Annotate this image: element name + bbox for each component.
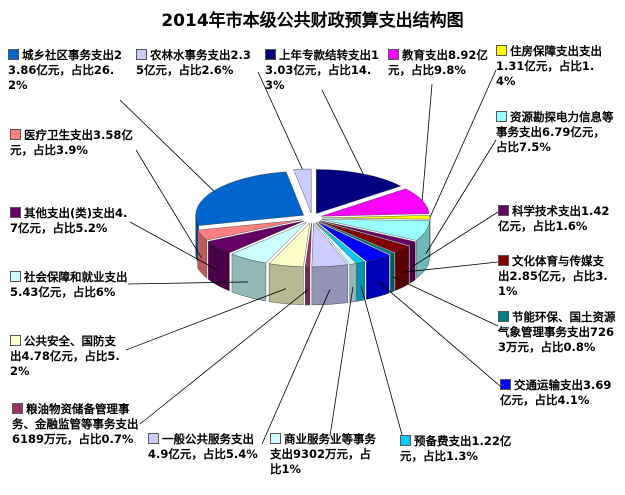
pie-slice — [319, 221, 410, 253]
leader-line — [261, 289, 331, 445]
legend-swatch — [498, 311, 509, 322]
legend-item-education: 教育支出8.92亿元，占比9.8% — [388, 48, 488, 77]
leader-line — [425, 139, 497, 254]
leader-line — [139, 289, 308, 425]
pie-slice — [207, 220, 305, 254]
pie-slice — [315, 222, 357, 265]
pie-slice-side — [390, 252, 395, 293]
legend-swatch — [136, 49, 147, 60]
pie-slice-side — [268, 263, 304, 306]
legend-item-general-services: 一般公共服务支出4.9亿元，占比5.4% — [148, 432, 258, 461]
legend-swatch — [10, 335, 21, 346]
pie-slice — [231, 222, 307, 264]
pie-slice — [317, 221, 390, 262]
legend-item-transport: 交通运输支出3.69亿元，占比4.1% — [500, 378, 612, 407]
pie-slice — [268, 222, 311, 268]
pie-slice — [197, 219, 303, 241]
pie-slice-side — [409, 241, 416, 284]
leader-line — [135, 149, 202, 259]
legend-item-other: 其他支出(类)支出4.7亿元，占比5.2% — [10, 206, 128, 235]
legend-swatch — [496, 45, 507, 56]
legend-item-agriculture: 农林水事务支出2.35亿元，占比2.6% — [136, 48, 251, 77]
legend-item-carryover: 上年专款结转支出13.03亿元，占比14.3% — [265, 48, 380, 92]
leader-line — [360, 285, 405, 443]
legend-swatch — [498, 205, 509, 216]
leader-line — [412, 211, 499, 267]
leader-line — [329, 286, 354, 437]
legend-swatch — [10, 207, 21, 218]
leader-line — [402, 261, 499, 273]
legend-swatch — [8, 49, 19, 60]
legend-swatch — [270, 433, 281, 444]
pie-slice — [315, 222, 366, 264]
legend-swatch — [400, 435, 411, 446]
legend-item-social-security: 社会保障和就业支出5.43亿元，占比6% — [10, 270, 128, 299]
pie-slice — [316, 169, 402, 214]
pie-slice-side — [304, 266, 311, 306]
leader-line — [127, 281, 248, 285]
legend-item-grain-reserve: 粮油物资储备管理事务、金融监管等事务支出6189万元，占比0.7% — [12, 402, 139, 446]
leader-line — [125, 288, 287, 351]
pie-slice — [318, 221, 395, 255]
leader-line — [129, 221, 218, 271]
leader-line — [421, 83, 433, 201]
pie-slice — [311, 222, 349, 268]
pie-slice — [304, 222, 312, 268]
legend-swatch — [12, 403, 23, 414]
leader-line — [429, 69, 497, 218]
pie-slice-side — [349, 263, 357, 303]
pie-slice — [321, 188, 430, 217]
legend-swatch — [498, 255, 509, 266]
chart-title: 2014年市本级公共财政预算支出结构图 — [161, 11, 464, 31]
leader-line — [392, 276, 499, 327]
pie-slice-side — [366, 254, 390, 300]
legend-swatch — [265, 49, 276, 60]
pie-slice — [195, 171, 304, 226]
leader-line — [119, 99, 214, 192]
leader-line — [257, 71, 303, 170]
legend-swatch — [148, 433, 159, 444]
legend-item-science: 科学技术支出1.42亿元，占比1.6% — [498, 204, 610, 233]
legend-item-urban-community: 城乡社区事务支出23.86亿元，占比26.2% — [8, 48, 123, 92]
pie-slice-side — [395, 245, 409, 291]
pie-slice — [321, 219, 430, 241]
leader-line — [321, 89, 364, 175]
legend-swatch — [500, 379, 511, 390]
legend-item-reserve-fund: 预备费支出1.22亿元，占比1.3% — [400, 434, 512, 463]
pie-slice-side — [311, 264, 349, 306]
legend-item-commerce: 商业服务业等事务支出9302万元，占比1% — [270, 432, 376, 476]
legend-item-public-safety: 公共安全、国防支出4.78亿元，占比5.2% — [10, 334, 120, 378]
pie-slice — [320, 220, 416, 246]
legend-item-medical: 医疗卫生支出3.58亿元，占比3.9% — [10, 128, 133, 157]
legend-item-resources: 资源勘探电力信息等事务支出6.79亿元，占比7.5% — [496, 110, 614, 154]
legend-swatch — [10, 271, 21, 282]
legend-item-housing: 住房保障支出支出1.31亿元，占比1.4% — [496, 44, 602, 88]
legend-item-environment: 节能环保、国土资源气象管理事务支出7263万元，占比0.8% — [498, 310, 616, 354]
leader-line — [378, 281, 501, 387]
legend-swatch — [10, 129, 21, 140]
legend-swatch — [388, 49, 399, 60]
legend-swatch — [496, 111, 507, 122]
legend-item-culture: 文化体育与传媒支出2.85亿元，占比3.1% — [498, 254, 608, 298]
